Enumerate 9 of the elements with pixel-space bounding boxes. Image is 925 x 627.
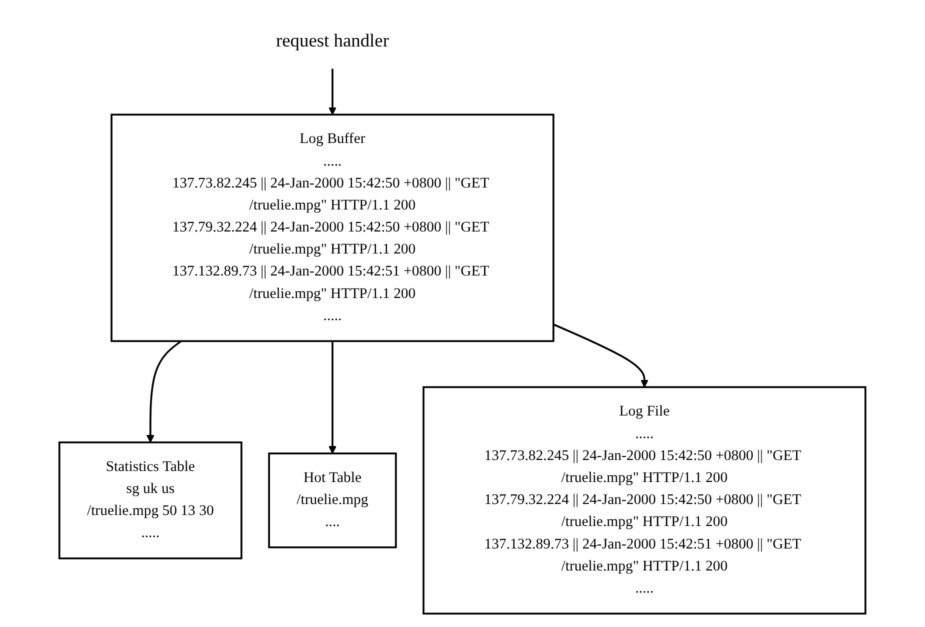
node-text: request handler: [276, 30, 390, 52]
node-box: Hot Table /truelie.mpg ....: [268, 452, 397, 548]
arrow: [328, 68, 337, 115]
arrow: [553, 324, 649, 388]
node-box: Log Buffer ..... 137.73.82.245 || 24-Jan-2000 15:42:50 +0800 || "GET /truelie.mpg" HTTP/1.1 200 137.79.32.224 || 24-Jan-2000 15:42:50 +0800 || "GET /truelie.mpg" HTTP/1.1 200 137.132.89.73 || 24-Jan-2000 15:42:51 +0800 || "GET /truelie.mpg" HTTP/1.1 200 .....: [110, 114, 554, 342]
node-box: Statistics Table sg uk us /truelie.mpg 50 13 30 .....: [58, 441, 242, 560]
arrow: [328, 341, 337, 454]
node-box: Log File ..... 137.73.82.245 || 24-Jan-2000 15:42:50 +0800 || "GET /truelie.mpg" HTTP/1.1 200 137.79.32.224 || 24-Jan-2000 15:42:50 +0800 || "GET /truelie.mpg" HTTP/1.1 200 137.132.89.73 || 24-Jan-2000 15:42:51 +0800 || "GET /truelie.mpg" HTTP/1.1 200 .....: [422, 386, 866, 615]
arrow: [146, 340, 182, 443]
